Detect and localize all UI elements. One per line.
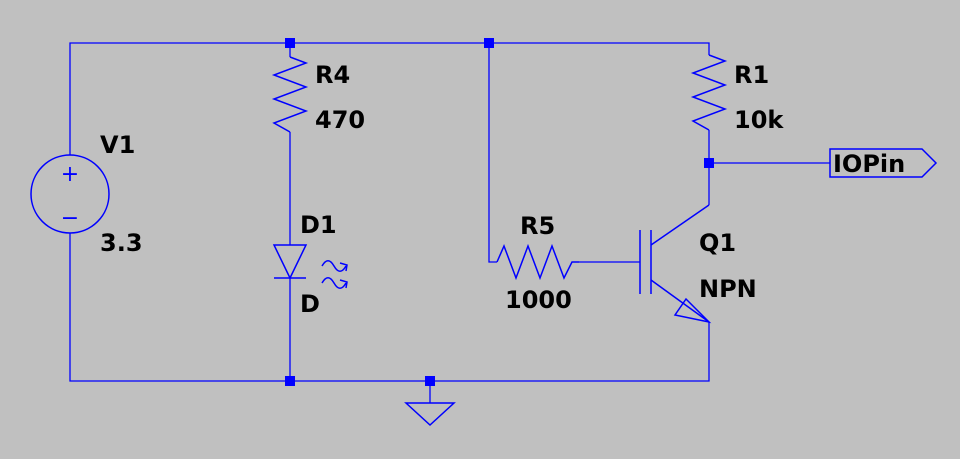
r4-resistor[interactable]: R4 470 <box>271 56 365 134</box>
d1-led[interactable]: D1 D <box>272 211 348 318</box>
junctions <box>285 38 714 386</box>
junction-node[interactable] <box>704 158 714 168</box>
ground-icon <box>404 402 456 427</box>
r4-value: 470 <box>315 106 365 134</box>
r5-feed-wire[interactable] <box>488 43 497 263</box>
r5-value: 1000 <box>505 286 572 314</box>
r4-name: R4 <box>315 61 350 89</box>
d1-name: D1 <box>300 211 337 239</box>
v1-voltage-source[interactable]: + − V1 3.3 <box>30 131 143 257</box>
iopin-label-text: IOPin <box>833 150 905 178</box>
junction-node[interactable] <box>484 38 494 48</box>
voltage-source-icon <box>30 154 110 234</box>
r1-name: R1 <box>734 61 769 89</box>
wires <box>69 42 830 403</box>
d1-value: D <box>300 290 320 318</box>
ground-symbol[interactable] <box>404 402 456 427</box>
bottom-rail-wire[interactable] <box>69 233 710 382</box>
q1-name: Q1 <box>699 229 736 257</box>
v1-value: 3.3 <box>100 229 143 257</box>
resistor-icon <box>271 56 309 133</box>
v1-plus-sign: + <box>61 162 79 187</box>
r5-resistor[interactable]: R5 1000 <box>496 212 579 314</box>
led-icon <box>272 244 348 289</box>
junction-node[interactable] <box>425 376 435 386</box>
r1-value: 10k <box>734 106 784 134</box>
q1-value: NPN <box>699 275 757 303</box>
npn-transistor-icon <box>639 204 712 324</box>
resistor-icon <box>496 243 579 281</box>
junction-node[interactable] <box>285 38 295 48</box>
top-rail-wire[interactable] <box>69 42 710 155</box>
v1-minus-sign: − <box>61 206 79 231</box>
net-flag-icon <box>829 148 938 178</box>
resistor-icon <box>690 54 728 131</box>
r1-resistor[interactable]: R1 10k <box>690 54 784 134</box>
r5-name: R5 <box>520 212 555 240</box>
v1-name: V1 <box>100 131 135 159</box>
q1-transistor[interactable]: Q1 NPN <box>639 204 757 324</box>
junction-node[interactable] <box>285 376 295 386</box>
iopin-net-label[interactable]: IOPin <box>829 148 938 178</box>
